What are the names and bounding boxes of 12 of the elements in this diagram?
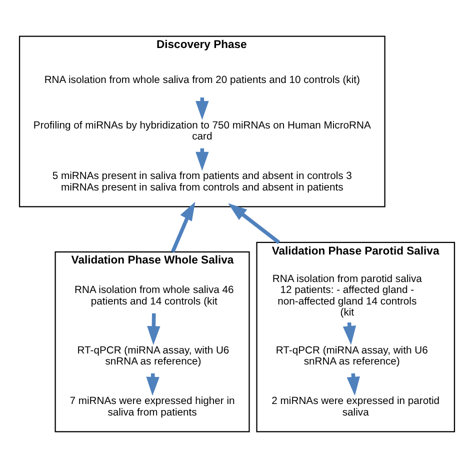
arrow [147,313,160,345]
node-text: 2 miRNAs were expressed in parotid saliva [272,396,440,419]
arrow [228,203,280,244]
node-text: Profiling of miRNAs by hybridization to 750 miRNAs on Human MicroRNA card [33,120,371,143]
node-text: RT-qPCR (miRNA assay, with U6 snRNA as reference) [77,345,230,368]
node-text: RT-qPCR (miRNA assay, with U6 snRNA as reference) [276,345,428,368]
arrow [170,202,196,253]
node-text: 7 miRNAs were expressed higher in saliva from patients [70,396,235,419]
node-text: RNA isolation from parotid saliva 12 patients: - affected gland - non-affected gland 14 controls (kit [272,274,422,319]
node-text: RNA isolation from whole saliva from 20 patients and 10 controls (kit) [44,75,360,86]
node-text: 5 miRNAs present in saliva from patients and absent in controls 3 miRNAs present in saliva from controls and absent in patients [52,171,352,194]
node-text: RNA isolation from whole saliva 46 patients and 14 controls (kit [74,285,234,308]
